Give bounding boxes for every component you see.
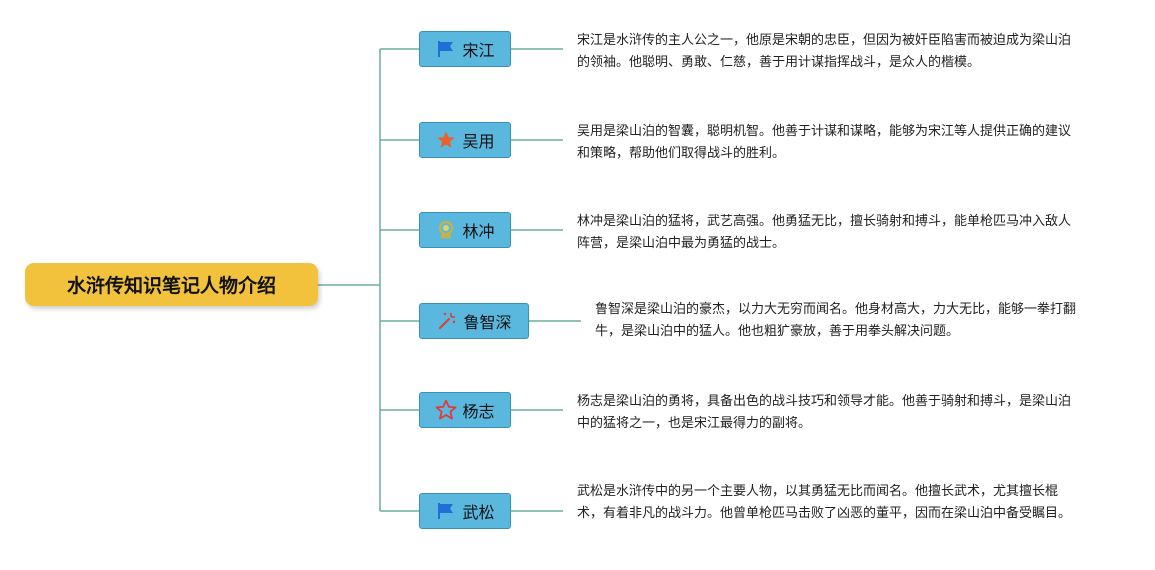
- topic-description: 林冲是梁山泊的猛将，武艺高强。他勇猛无比，擅长骑射和搏斗，能单枪匹马冲入敌人阵营…: [577, 214, 1072, 251]
- topic-label: 鲁智深: [463, 313, 512, 332]
- topic-song-jiang[interactable]: 宋江: [419, 31, 511, 67]
- topic-label: 宋江: [462, 41, 495, 60]
- topic-label: 武松: [462, 503, 495, 522]
- topic-label: 杨志: [462, 402, 495, 421]
- topic-wu-yong[interactable]: 吴用: [419, 122, 511, 158]
- topic-lin-chong[interactable]: 林冲: [419, 212, 511, 248]
- topic-description: 杨志是梁山泊的勇将，具备出色的战斗技巧和领导才能。他善于骑射和搏斗，是梁山泊中的…: [577, 394, 1072, 431]
- topic-yang-zhi[interactable]: 杨志: [419, 392, 511, 428]
- star-icon: [435, 129, 457, 151]
- topic-label: 吴用: [462, 132, 495, 151]
- topic-description: 武松是水浒传中的另一个主要人物，以其勇猛无比而闻名。他擅长武术，尤其擅长棍术，有…: [577, 484, 1072, 521]
- topic-description: 宋江是水浒传的主人公之一，他原是宋朝的忠臣，但因为被奸臣陷害而被迫成为梁山泊的领…: [577, 33, 1072, 70]
- topic-description: 吴用是梁山泊的智囊，聪明机智。他善于计谋和谋略，能够为宋江等人提供正确的建议和策…: [577, 124, 1072, 161]
- topic-lu-zhishen[interactable]: 鲁智深: [419, 303, 529, 339]
- medal-icon: [435, 219, 457, 241]
- star-outline-icon: [435, 399, 457, 421]
- flag-icon: [435, 500, 457, 522]
- topic-description: 鲁智深是梁山泊的豪杰，以力大无穷而闻名。他身材高大，力大无比，能够一拳打翻牛，是…: [595, 302, 1077, 339]
- magic-wand-icon: [436, 310, 458, 332]
- flag-icon: [435, 38, 457, 60]
- root-topic[interactable]: 水浒传知识笔记人物介绍: [25, 263, 318, 306]
- topic-label: 林冲: [462, 222, 495, 241]
- root-title: 水浒传知识笔记人物介绍: [66, 275, 276, 297]
- topic-wu-song[interactable]: 武松: [419, 493, 511, 529]
